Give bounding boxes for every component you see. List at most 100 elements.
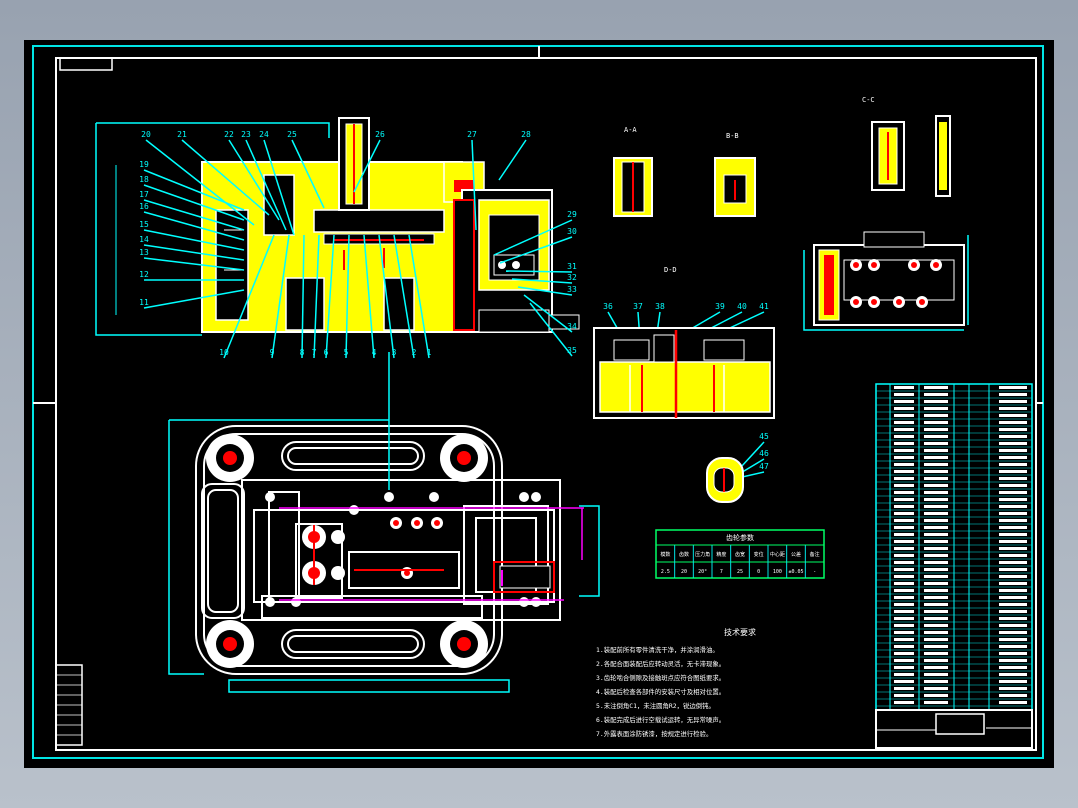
parts-row-mark — [894, 652, 914, 655]
parts-row-mark — [924, 414, 948, 417]
parts-row-mark — [894, 547, 914, 550]
parts-row-mark — [924, 533, 948, 536]
sheet-frame — [32, 45, 1044, 759]
tech-line: 5.未注倒角C1，未注圆角R2，锐边倒钝。 — [596, 701, 715, 710]
parts-row-mark — [894, 484, 914, 487]
parts-row-mark — [999, 414, 1027, 417]
callout-13: 13 — [139, 248, 149, 257]
callout-8: 8 — [300, 348, 305, 357]
callout-18: 18 — [139, 175, 149, 184]
callout-23: 23 — [241, 130, 251, 139]
parts-row-mark — [924, 421, 948, 424]
callout-46: 46 — [759, 449, 769, 458]
callout-9: 9 — [270, 348, 275, 357]
callout-32: 32 — [567, 273, 577, 282]
parts-row-mark — [924, 512, 948, 515]
parts-row-mark — [999, 435, 1027, 438]
callout-28: 28 — [521, 130, 531, 139]
param-value: 20 — [681, 569, 687, 575]
section-labels: A-A B-B D-D C-C — [624, 96, 875, 274]
parts-row-mark — [924, 470, 948, 473]
parts-row-mark — [999, 428, 1027, 431]
parts-row-mark — [894, 617, 914, 620]
parts-row-mark — [924, 638, 948, 641]
parts-row-mark — [924, 645, 948, 648]
parts-row-mark — [924, 575, 948, 578]
parts-row-mark — [894, 386, 914, 389]
parts-row-mark — [999, 477, 1027, 480]
callout-19: 19 — [139, 160, 149, 169]
parts-row-mark — [894, 519, 914, 522]
callout-5: 5 — [344, 348, 349, 357]
parts-row-mark — [924, 505, 948, 508]
callout-21: 21 — [177, 130, 187, 139]
parts-row-mark — [924, 442, 948, 445]
callout-34: 34 — [567, 322, 577, 331]
title-block — [55, 664, 1033, 749]
parts-row-mark — [924, 540, 948, 543]
parts-row-mark — [894, 596, 914, 599]
section-label-b: D-D — [664, 266, 677, 274]
parts-row-mark — [999, 701, 1027, 704]
callout-10: 10 — [219, 348, 229, 357]
parts-row-mark — [999, 638, 1027, 641]
callout-1: 1 — [427, 348, 432, 357]
parts-row-mark — [924, 400, 948, 403]
parts-row-mark — [924, 582, 948, 585]
parts-row-mark — [999, 526, 1027, 529]
callout-24: 24 — [259, 130, 269, 139]
parts-row-mark — [999, 687, 1027, 690]
parts-row-mark — [924, 386, 948, 389]
parts-row-mark — [999, 631, 1027, 634]
parts-row-mark — [894, 540, 914, 543]
param-value: 7 — [720, 569, 723, 575]
callout-30: 30 — [567, 227, 577, 236]
parts-row-mark — [999, 659, 1027, 662]
parts-row-mark — [999, 470, 1027, 473]
parts-row-mark — [999, 421, 1027, 424]
callout-3: 3 — [392, 348, 397, 357]
callout-40: 40 — [737, 302, 747, 311]
parts-row-mark — [999, 449, 1027, 452]
parts-row-mark — [894, 575, 914, 578]
parts-row-mark — [999, 547, 1027, 550]
parts-row-mark — [924, 673, 948, 676]
parts-row-mark — [999, 596, 1027, 599]
parts-row-mark — [924, 631, 948, 634]
parts-row-mark — [894, 673, 914, 676]
parts-row-mark — [999, 673, 1027, 676]
parts-row-mark — [894, 428, 914, 431]
gear-parameter-table: 齿轮参数 模数2.5齿数20压力角20°精度7齿宽25变位0中心距100公差±0… — [655, 529, 825, 579]
tech-line: 3.齿轮啮合侧隙及接触斑点应符合图纸要求。 — [596, 673, 725, 682]
parts-row-mark — [894, 701, 914, 704]
parts-row-mark — [924, 687, 948, 690]
callout-2: 2 — [412, 348, 417, 357]
callout-12: 12 — [139, 270, 149, 279]
parts-row-mark — [894, 561, 914, 564]
parts-row-mark — [999, 519, 1027, 522]
parts-row-mark — [894, 659, 914, 662]
parts-row-mark — [894, 526, 914, 529]
parts-row-mark — [894, 666, 914, 669]
param-value: - — [813, 569, 816, 575]
callout-15: 15 — [139, 220, 149, 229]
parts-row-mark — [894, 568, 914, 571]
callout-47: 47 — [759, 462, 769, 471]
parts-row-mark — [894, 603, 914, 606]
param-header: 精度 — [716, 551, 726, 558]
callout-29: 29 — [567, 210, 577, 219]
parts-row-mark — [894, 477, 914, 480]
parts-row-mark — [924, 547, 948, 550]
parts-row-mark — [924, 463, 948, 466]
parts-row-mark — [999, 540, 1027, 543]
parts-row-mark — [924, 561, 948, 564]
parts-row-mark — [924, 610, 948, 613]
parts-row-mark — [924, 449, 948, 452]
callout-31: 31 — [567, 262, 577, 271]
parts-row-mark — [894, 449, 914, 452]
parts-row-mark — [894, 463, 914, 466]
parts-row-mark — [999, 386, 1027, 389]
parts-row-mark — [924, 666, 948, 669]
callout-26: 26 — [375, 130, 385, 139]
